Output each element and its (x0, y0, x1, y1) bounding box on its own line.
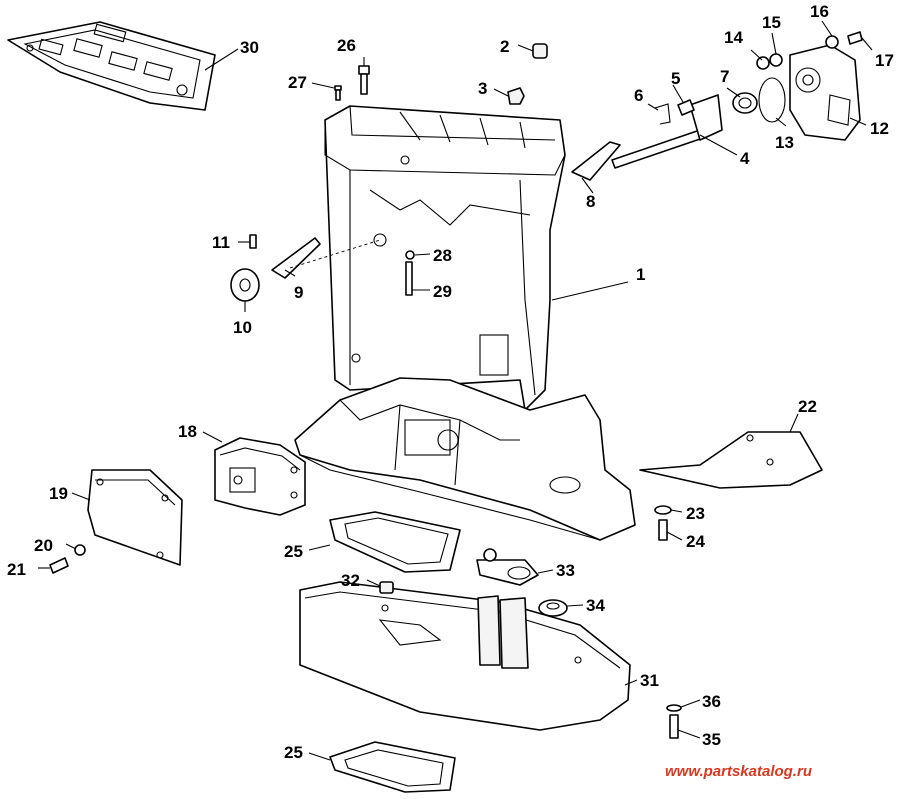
callout-24: 24 (686, 532, 705, 551)
callout-26: 26 (337, 36, 356, 55)
callout-8: 8 (586, 192, 595, 211)
callout-25a: 25 (284, 542, 303, 561)
callout-33: 33 (556, 561, 575, 580)
callout-19: 19 (49, 484, 68, 503)
cover-plate-19-part (87, 469, 183, 566)
callout-1: 1 (636, 265, 645, 284)
callout-10: 10 (233, 318, 252, 337)
gasket-25a-part (329, 511, 461, 573)
plug-2-part (532, 43, 548, 59)
washer-16-part (825, 35, 839, 49)
lever-9-part (271, 237, 321, 279)
callout-6: 6 (634, 86, 643, 105)
callout-20: 20 (34, 536, 53, 555)
callout-11: 11 (212, 233, 230, 252)
o-ring-13-part (758, 77, 786, 123)
callout-5: 5 (671, 69, 680, 88)
bearing-33-part (476, 548, 539, 586)
mount-18-part (214, 437, 306, 516)
plug-32-part (379, 581, 394, 594)
bolt-26-part (358, 65, 370, 95)
callout-29: 29 (433, 282, 452, 301)
callout-labels: 1 2 3 4 5 6 7 8 9 10 11 12 13 14 15 16 1… (7, 2, 894, 762)
callout-28: 28 (433, 246, 452, 265)
callout-21: 21 (7, 560, 26, 579)
collar-10-part (230, 268, 260, 302)
gasket-plate-part (7, 21, 216, 111)
plate-22-part (639, 431, 823, 489)
callout-7: 7 (720, 67, 729, 86)
lower-cover-31-part (299, 581, 631, 731)
callout-32: 32 (341, 571, 360, 590)
shift-shaft-part (611, 94, 723, 169)
callout-15: 15 (762, 13, 781, 32)
callout-4: 4 (740, 149, 750, 168)
washer-20-part (74, 544, 86, 556)
callout-18: 18 (178, 422, 197, 441)
callout-2: 2 (500, 37, 509, 56)
lower-mount-flange-part (294, 377, 636, 541)
callout-13: 13 (775, 133, 794, 152)
leader-lines (38, 20, 873, 761)
washer-36-part (666, 704, 682, 712)
bolt-27-part (334, 85, 342, 101)
callout-22: 22 (798, 397, 817, 416)
callout-25b: 25 (284, 743, 303, 762)
clip-6-part (654, 103, 671, 125)
driveshaft-housing-part (324, 105, 566, 411)
washer-28-part (405, 250, 415, 260)
callout-16: 16 (810, 2, 829, 21)
callout-34: 34 (586, 596, 605, 615)
callout-31: 31 (640, 671, 659, 690)
callout-3: 3 (478, 79, 487, 98)
callout-14: 14 (724, 28, 743, 47)
callout-12: 12 (870, 119, 889, 138)
callout-17: 17 (875, 51, 894, 70)
bolt-35-part (669, 714, 679, 739)
callout-9: 9 (294, 283, 303, 302)
washer-23-part (654, 505, 672, 515)
callout-30: 30 (240, 38, 259, 57)
callout-23: 23 (686, 504, 705, 523)
gear-housing-12-part (789, 44, 861, 141)
watermark-text: www.partskatalog.ru (665, 763, 812, 780)
bushing-7-part (732, 92, 758, 114)
bushing-5-part (677, 99, 695, 116)
bolt-29-part (405, 261, 413, 296)
bolt-24-part (658, 519, 668, 541)
callout-35: 35 (702, 730, 721, 749)
nut-3-part (507, 87, 525, 105)
gasket-25b-part (329, 741, 456, 793)
screw-21-part (49, 557, 69, 574)
callout-27: 27 (288, 73, 307, 92)
lever-8-part (571, 141, 621, 181)
washer-14-part (756, 56, 770, 70)
bushing-34-part (538, 599, 568, 617)
bushing-15-part (769, 53, 783, 67)
screw-17-part (847, 31, 863, 45)
callout-36: 36 (702, 692, 721, 711)
screw-11-part (249, 234, 257, 249)
